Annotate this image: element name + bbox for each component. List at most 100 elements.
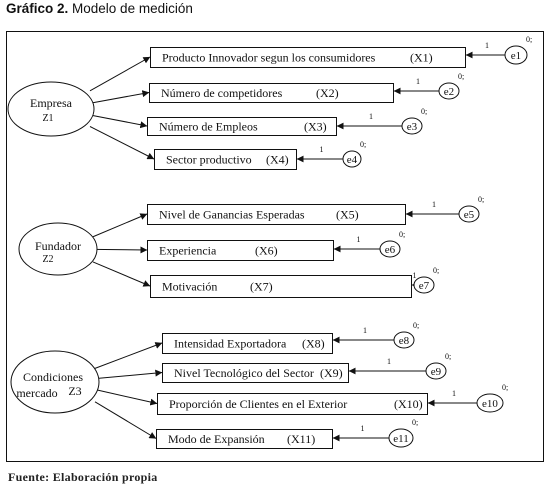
error-loading-label: 1 bbox=[485, 41, 489, 50]
error-label: e7 bbox=[419, 280, 430, 292]
loading-arrow-3 bbox=[89, 114, 148, 129]
indicator-3: Número de Empleos (X3) bbox=[147, 117, 337, 136]
loading-arrow-8 bbox=[94, 342, 163, 369]
observed-indicators: Producto Innovador segun los consumidore… bbox=[147, 47, 466, 449]
error-variance-label: 0; bbox=[502, 383, 508, 392]
error-e8: e8 1 0; bbox=[332, 321, 419, 349]
indicator-6: Experiencia (X6) bbox=[147, 240, 334, 261]
error-label: e5 bbox=[464, 209, 475, 221]
indicator-box bbox=[156, 429, 333, 449]
indicator-10: Proporción de Clientes en el Exterior (X1… bbox=[157, 393, 428, 415]
indicator-label: Experiencia bbox=[159, 244, 217, 258]
error-loading-label: 1 bbox=[413, 271, 417, 280]
indicator-label: Nivel Tecnológico del Sector bbox=[174, 366, 314, 380]
indicator-box bbox=[149, 83, 394, 103]
indicator-label: Intensidad Exportadora bbox=[174, 337, 287, 351]
error-e1: e1 1 0; bbox=[465, 35, 532, 65]
latent-code: Z1 bbox=[42, 113, 53, 124]
indicator-label: Sector productivo bbox=[166, 153, 252, 167]
indicator-7: Motivación (X7) bbox=[150, 275, 412, 298]
error-loading-label: 1 bbox=[320, 145, 324, 154]
loading-arrow-7 bbox=[92, 261, 151, 287]
indicator-8: Intensidad Exportadora(X8) bbox=[162, 333, 333, 354]
error-terms: e110;e210;e310;e410;e510;e610;e710;e810;… bbox=[296, 35, 532, 448]
error-ellipse bbox=[401, 117, 423, 135]
error-label: e6 bbox=[385, 244, 396, 256]
error-variance-label: 0; bbox=[399, 230, 405, 239]
error-variance-label: 0; bbox=[526, 35, 532, 44]
loading-arrow-9 bbox=[94, 369, 163, 380]
indicator-11: Modo de Expansión(X11) bbox=[156, 429, 333, 449]
figure-source: Fuente: Elaboración propia bbox=[8, 470, 158, 484]
error-variance-label: 0; bbox=[413, 321, 419, 330]
indicator-code: (X7) bbox=[250, 280, 273, 294]
error-variance-label: 0; bbox=[412, 418, 418, 427]
indicator-code: (X3) bbox=[304, 120, 327, 134]
indicator-label: Proporción de Clientes en el Exterior bbox=[169, 397, 347, 411]
error-ellipse bbox=[393, 331, 415, 349]
error-variance-label: 0; bbox=[445, 352, 451, 361]
path-arrows bbox=[89, 56, 163, 439]
loading-arrow-4 bbox=[89, 126, 155, 160]
loading-arrow-6 bbox=[92, 246, 148, 254]
error-ellipse bbox=[438, 82, 460, 100]
error-e6: e6 1 0; bbox=[333, 230, 405, 258]
error-variance-label: 0; bbox=[421, 107, 427, 116]
error-ellipse bbox=[342, 150, 362, 168]
error-variance-label: 0; bbox=[478, 195, 484, 204]
latent-ellipse bbox=[18, 222, 98, 276]
error-loading-label: 1 bbox=[369, 112, 373, 121]
error-variance-label: 0; bbox=[360, 140, 366, 149]
error-variance-label: 0; bbox=[458, 72, 464, 81]
indicator-label: Motivación bbox=[162, 280, 217, 294]
error-ellipse bbox=[379, 240, 401, 258]
error-e5: e5 1 0; bbox=[405, 195, 484, 223]
latent-code: Z2 bbox=[42, 254, 53, 265]
error-loading-label: 1 bbox=[363, 326, 367, 335]
error-label: e2 bbox=[444, 86, 454, 98]
error-e4: e4 1 0; bbox=[296, 140, 366, 168]
error-loading-label: 1 bbox=[361, 424, 365, 433]
error-label: e10 bbox=[482, 398, 498, 410]
indicator-box bbox=[154, 149, 297, 170]
latent-name: Empresa bbox=[30, 96, 73, 110]
error-ellipse bbox=[458, 205, 480, 223]
error-ellipse bbox=[413, 276, 435, 294]
error-loading-label: 1 bbox=[387, 357, 391, 366]
indicator-code: (X6) bbox=[255, 244, 278, 258]
latent-ellipse bbox=[10, 350, 100, 414]
error-loading-label: 1 bbox=[357, 235, 361, 244]
indicator-box bbox=[147, 204, 406, 225]
error-label: e4 bbox=[347, 154, 358, 166]
loading-arrow-10 bbox=[94, 389, 158, 406]
indicator-2: Número de competidores(X2) bbox=[149, 83, 394, 103]
figure-title-number: Gráfico 2. bbox=[6, 1, 69, 16]
indicator-4: Sector productivo(X4) bbox=[154, 149, 297, 170]
indicator-9: Nivel Tecnológico del Sector(X9) bbox=[162, 363, 349, 383]
error-loading-label: 1 bbox=[432, 200, 436, 209]
indicator-box bbox=[150, 275, 412, 298]
indicator-code: (X11) bbox=[287, 432, 315, 446]
loading-arrow-1 bbox=[89, 56, 151, 92]
latent-name: Fundador bbox=[35, 239, 81, 253]
latent-ellipse bbox=[7, 81, 95, 137]
indicator-1: Producto Innovador segun los consumidore… bbox=[150, 47, 466, 68]
indicator-box bbox=[150, 47, 466, 68]
indicator-label: Número de competidores bbox=[161, 86, 283, 100]
error-label: e8 bbox=[399, 335, 410, 347]
error-ellipse bbox=[504, 45, 528, 65]
latent-name-line2: mercado bbox=[16, 386, 57, 400]
indicator-code: (X10) bbox=[394, 397, 423, 411]
indicator-label: Número de Empleos bbox=[159, 120, 258, 134]
indicator-code: (X5) bbox=[336, 208, 359, 222]
indicator-5: Nivel de Ganancias Esperadas(X5) bbox=[147, 204, 406, 225]
latent-name-line1: Condiciones bbox=[23, 370, 83, 384]
error-label: e1 bbox=[511, 50, 521, 62]
